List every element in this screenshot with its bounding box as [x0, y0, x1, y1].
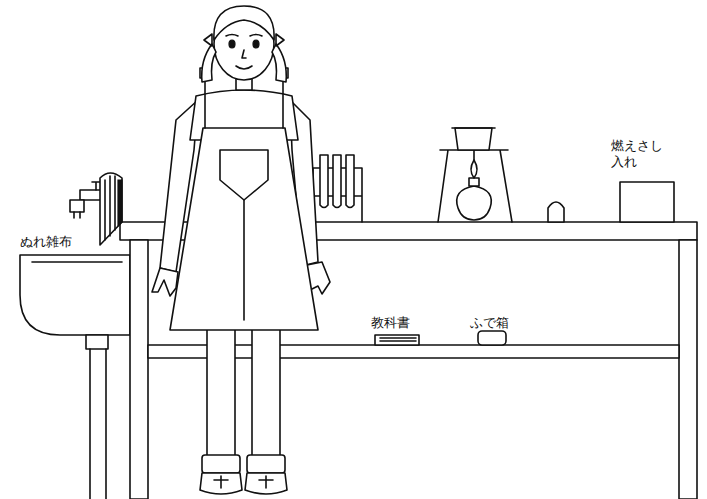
textbook-part	[375, 335, 419, 345]
textbook-part	[380, 338, 416, 341]
girl-part	[253, 40, 259, 48]
girl-part	[229, 40, 235, 48]
test-tube-rack-part	[346, 155, 354, 208]
part-label-holder: 燃えさし 入れ	[611, 138, 671, 171]
girl-part	[170, 128, 318, 330]
girl-part	[243, 200, 245, 320]
sink-part	[86, 335, 108, 349]
girl-part	[220, 150, 268, 200]
pencil-case	[478, 331, 506, 345]
part-label-holder: ぬれ雑布	[20, 234, 72, 250]
girl-part	[202, 455, 240, 473]
girl-part	[247, 455, 285, 473]
girl-part	[207, 325, 235, 457]
test-tube-rack	[313, 155, 362, 222]
burner-stand	[438, 128, 512, 222]
part-label: 教科書	[371, 315, 410, 331]
part-label-holder: ふで箱	[470, 315, 509, 331]
sink	[20, 255, 130, 499]
wet-cloth	[100, 173, 122, 245]
burner-stand-part	[438, 150, 512, 222]
faucet-part	[74, 212, 80, 218]
girl-part	[202, 44, 216, 82]
girl-part	[214, 476, 273, 488]
textbook	[375, 335, 419, 345]
part-label-holder: 教科書	[371, 315, 410, 331]
lab-table-part	[679, 240, 697, 499]
lab-table-part	[130, 240, 148, 499]
burner-stand-part	[469, 178, 479, 186]
part-label: 燃えさし 入れ	[611, 138, 671, 171]
girl-part	[242, 50, 246, 58]
match-stub-box-part	[620, 182, 674, 222]
sink-part	[20, 255, 130, 335]
wet-cloth-part	[118, 180, 122, 226]
part-label: ぬれ雑布	[20, 234, 72, 250]
burner-stand-part	[471, 160, 477, 178]
girl-part	[272, 44, 286, 82]
girl-part	[204, 34, 284, 46]
pencil-case-part	[478, 331, 506, 345]
burner-stand-part	[457, 186, 492, 220]
wet-cloth-part	[100, 173, 122, 245]
test-tube-rack-part	[333, 155, 341, 208]
test-tube-rack-part	[320, 155, 328, 208]
girl-part	[152, 268, 178, 296]
match-stub-box	[620, 182, 674, 222]
girl-part	[252, 325, 280, 457]
part-label: ふで箱	[470, 315, 509, 331]
wet-cloth-part	[105, 176, 115, 240]
girl-part	[214, 6, 274, 40]
lamp-cap-part	[548, 202, 564, 222]
sink-part	[32, 261, 122, 263]
lamp-cap	[548, 202, 564, 222]
girl	[152, 6, 330, 494]
girl-part	[226, 35, 262, 37]
sink-part	[90, 349, 106, 499]
faucet-part	[92, 182, 100, 190]
girl-part	[236, 66, 252, 69]
burner-stand-part	[452, 127, 495, 129]
burner-stand-part	[455, 128, 492, 150]
faucet-part	[70, 200, 84, 212]
